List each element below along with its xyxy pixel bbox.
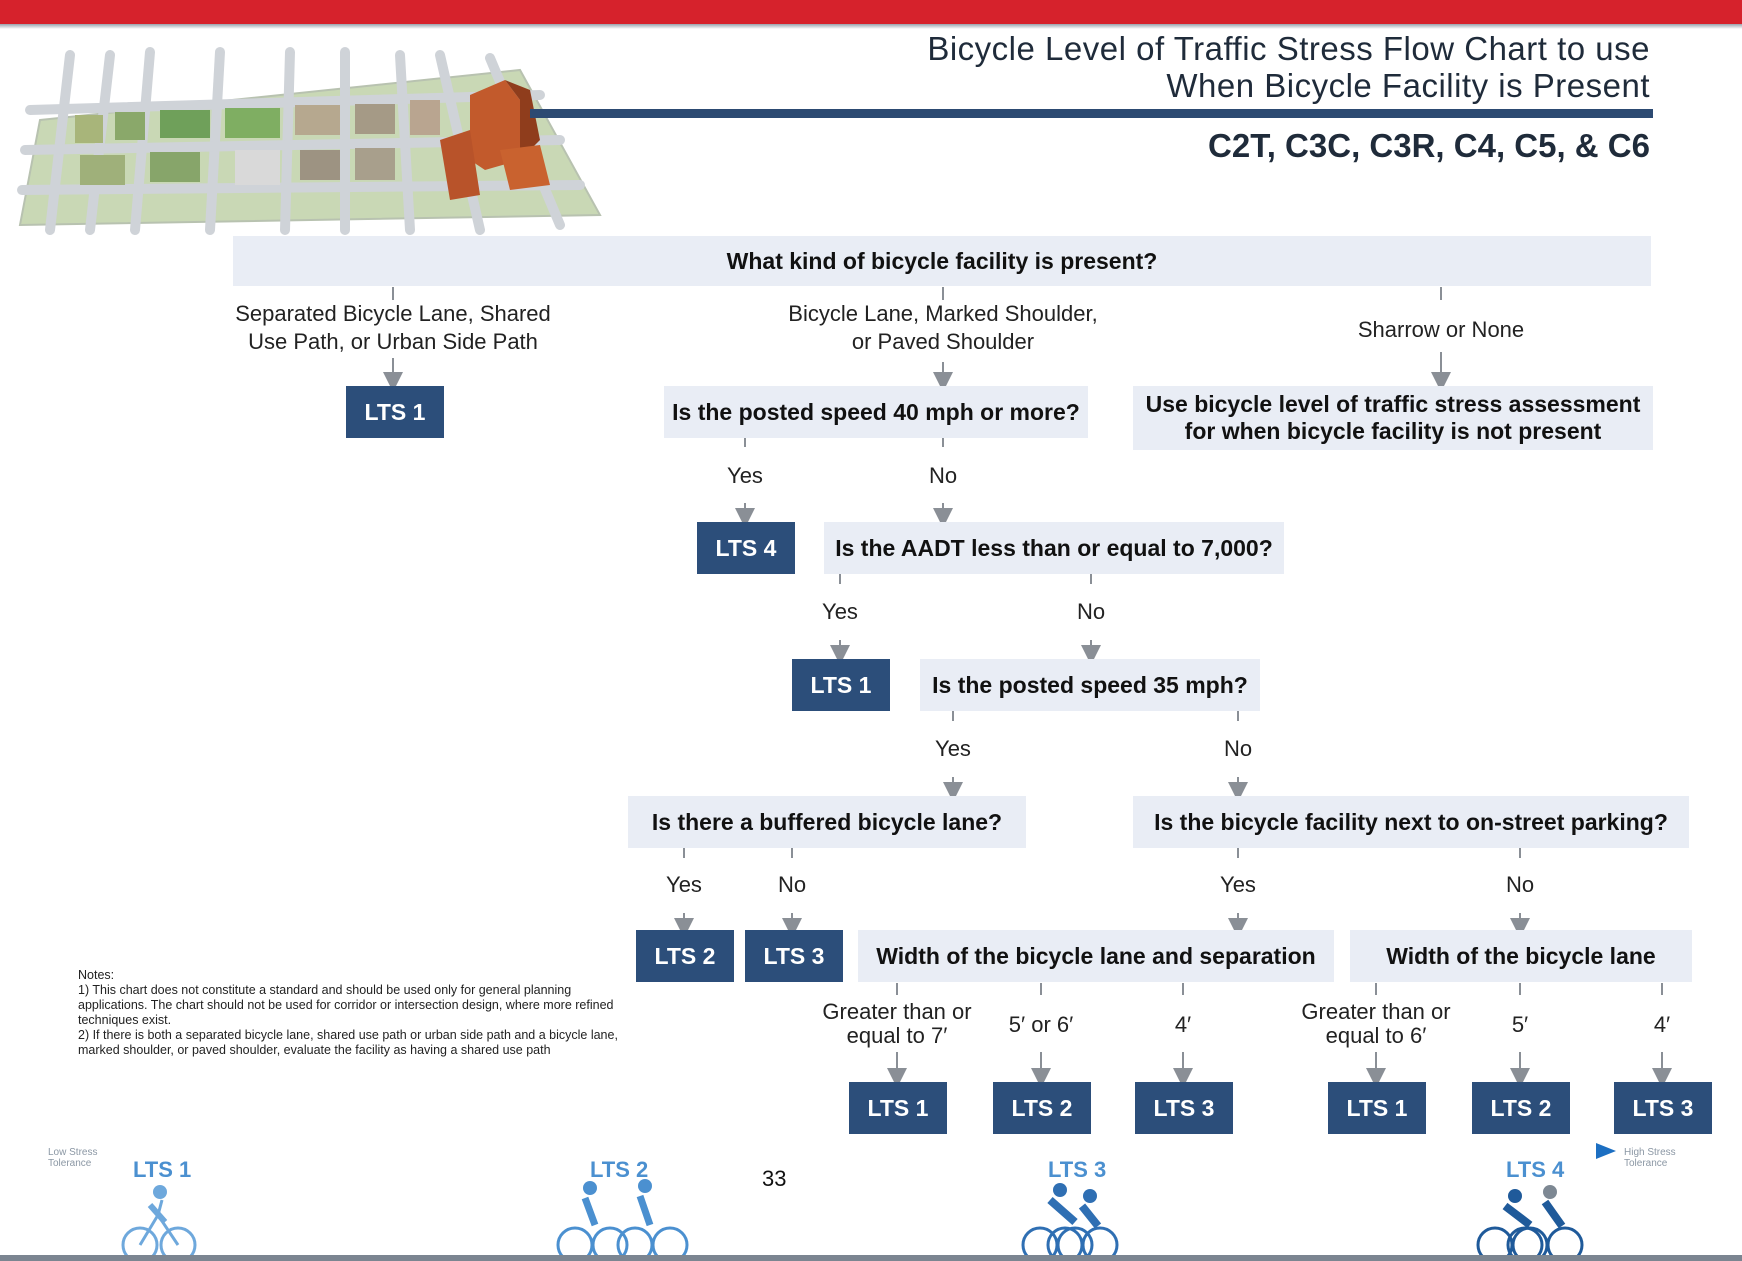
buffered-no-label: No	[777, 872, 807, 897]
stress-scale-arrowhead	[1596, 1143, 1616, 1159]
use-assessment-line-1: Use bicycle level of traffic stress asse…	[1145, 391, 1641, 417]
question-width-separation: Width of the bicycle lane and separation	[858, 930, 1334, 982]
width-option-1-line-2: equal to 6′	[1325, 1023, 1427, 1048]
chart-title: Bicycle Level of Traffic Stress Flow Cha…	[927, 30, 1650, 104]
cyclist-icon-lts4	[1476, 1185, 1584, 1261]
lts-box-aadt: LTS 1	[792, 659, 890, 711]
speed35-no-label: No	[1223, 736, 1253, 761]
width-option-3: 4′	[1653, 1012, 1671, 1037]
city-blocks	[75, 100, 440, 185]
high-stress-line-2: Tolerance	[1624, 1158, 1668, 1169]
city-towers	[440, 80, 550, 200]
scale-lts-1: LTS 1	[133, 1157, 192, 1182]
scale-lts-2: LTS 2	[590, 1157, 649, 1182]
bottom-rule	[0, 1255, 1742, 1261]
question-speed-35: Is the posted speed 35 mph?	[920, 659, 1260, 711]
question-aadt: Is the AADT less than or equal to 7,000?	[824, 522, 1284, 574]
question-speed-40: Is the posted speed 40 mph or more?	[664, 386, 1088, 438]
title-line-1: Bicycle Level of Traffic Stress Flow Cha…	[927, 30, 1650, 67]
note-1: 1) This chart does not constitute a stan…	[78, 983, 614, 1027]
branch-bike-lane-line-2: or Paved Shoulder	[851, 329, 1035, 354]
lts-box-width-sep-1: LTS 1	[849, 1082, 947, 1134]
buffered-yes-label: Yes	[666, 872, 702, 897]
width-sep-option-3: 4′	[1174, 1012, 1192, 1037]
cyclist-icon-lts2	[556, 1179, 689, 1261]
high-stress-label: High Stress Tolerance	[1624, 1147, 1676, 1169]
city-streets	[17, 47, 585, 235]
low-stress-line-1: Low Stress	[48, 1147, 98, 1158]
aadt-no-label: No	[1076, 599, 1106, 624]
lts-box-separated: LTS 1	[346, 386, 444, 438]
branch-sharrow-label: Sharrow or None	[1357, 317, 1525, 342]
lts-box-width-sep-2: LTS 2	[993, 1082, 1091, 1134]
width-sep-option-1-line-1: Greater than or	[822, 999, 972, 1024]
question-facility-type: What kind of bicycle facility is present…	[233, 236, 1651, 286]
notes-heading: Notes:	[78, 968, 115, 982]
speed40-no-label: No	[928, 463, 958, 488]
speed40-yes-label: Yes	[727, 463, 763, 488]
note-2: 2) If there is both a separated bicycle …	[78, 1028, 618, 1057]
question-width: Width of the bicycle lane	[1350, 930, 1692, 982]
cyclist-icon-lts1	[121, 1185, 197, 1261]
use-assessment-note: Use bicycle level of traffic stress asse…	[1133, 386, 1653, 450]
low-stress-label: Low Stress Tolerance	[48, 1147, 97, 1169]
branch-separated-line-2: Use Path, or Urban Side Path	[248, 329, 538, 354]
low-stress-line-2: Tolerance	[48, 1158, 92, 1169]
width-option-1-line-1: Greater than or	[1301, 999, 1451, 1024]
lts-box-buffered-no: LTS 3	[745, 930, 843, 982]
lts-box-width-sep-3: LTS 3	[1135, 1082, 1233, 1134]
width-option-2: 5′	[1511, 1012, 1529, 1037]
use-assessment-line-2: for when bicycle facility is not present	[1184, 418, 1602, 444]
lts-box-speed40: LTS 4	[697, 522, 795, 574]
width-sep-option-1: Greater than or equal to 7′	[807, 1000, 987, 1048]
width-sep-option-2: 5′ or 6′	[1008, 1012, 1074, 1037]
width-sep-option-1-line-2: equal to 7′	[846, 1023, 948, 1048]
city-ground	[18, 68, 602, 227]
lts-box-buffered-yes: LTS 2	[636, 930, 734, 982]
scale-lts-3: LTS 3	[1048, 1157, 1107, 1182]
question-parking: Is the bicycle facility next to on-stree…	[1133, 796, 1689, 848]
page-number: 33	[762, 1166, 787, 1191]
lts-box-width-1: LTS 1	[1328, 1082, 1426, 1134]
title-rule	[530, 109, 1653, 118]
branch-separated-label: Separated Bicycle Lane, Shared Use Path,…	[213, 300, 573, 356]
aadt-yes-label: Yes	[822, 599, 858, 624]
branch-bike-lane-label: Bicycle Lane, Marked Shoulder, or Paved …	[763, 300, 1123, 356]
speed35-yes-label: Yes	[935, 736, 971, 761]
branch-bike-lane-line-1: Bicycle Lane, Marked Shoulder,	[788, 301, 1098, 326]
branch-separated-line-1: Separated Bicycle Lane, Shared	[235, 301, 551, 326]
top-bar-shadow	[0, 24, 1742, 29]
scale-lts-4: LTS 4	[1506, 1157, 1565, 1182]
lts-box-width-3: LTS 3	[1614, 1082, 1712, 1134]
width-option-1: Greater than or equal to 6′	[1286, 1000, 1466, 1048]
cyclist-icon-lts3	[1021, 1183, 1119, 1261]
top-red-bar	[0, 0, 1742, 24]
high-stress-line-1: High Stress	[1624, 1147, 1676, 1158]
context-codes: C2T, C3C, C3R, C4, C5, & C6	[1208, 127, 1650, 164]
parking-yes-label: Yes	[1220, 872, 1256, 897]
title-line-2: When Bicycle Facility is Present	[1166, 67, 1650, 104]
question-buffered: Is there a buffered bicycle lane?	[628, 796, 1026, 848]
lts-box-width-2: LTS 2	[1472, 1082, 1570, 1134]
notes-block: Notes: 1) This chart does not constitute…	[78, 968, 618, 1058]
parking-no-label: No	[1505, 872, 1535, 897]
